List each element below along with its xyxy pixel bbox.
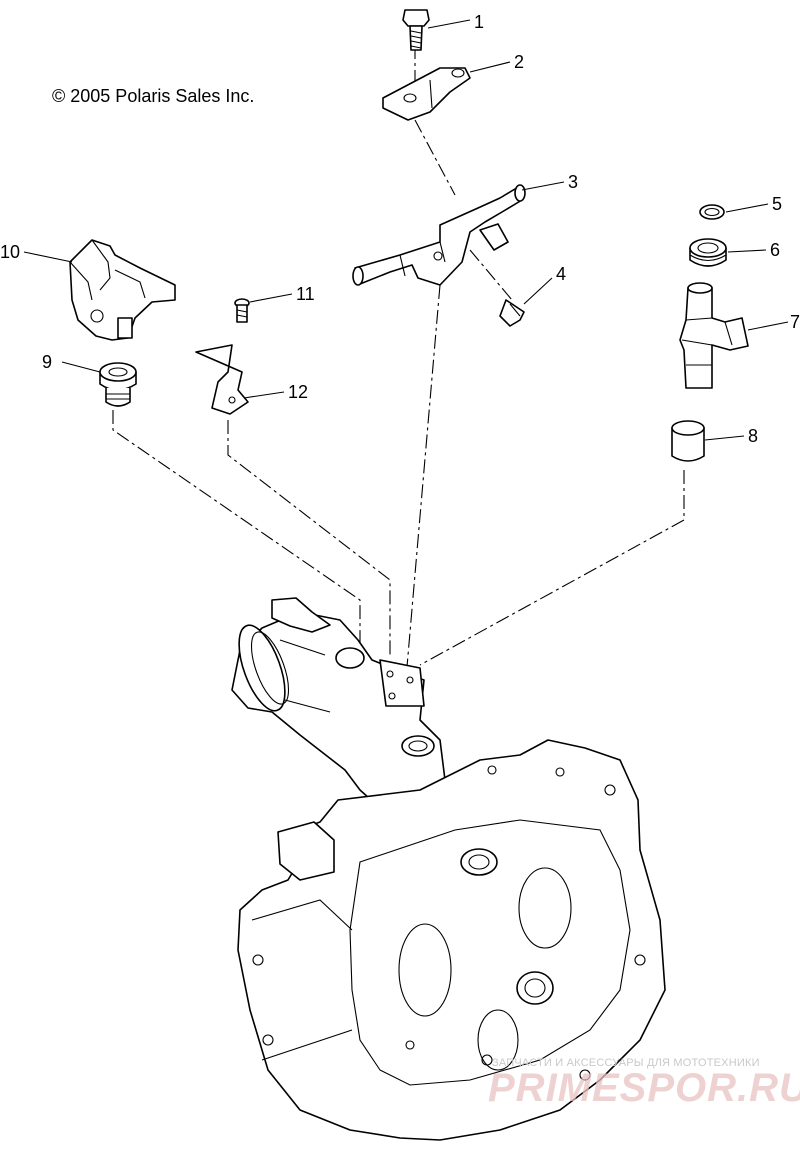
part-12-clip: [195, 344, 249, 415]
part-7-fuel-injector: [679, 282, 749, 389]
callout-8: 8: [748, 426, 758, 446]
callout-12: 12: [288, 382, 308, 402]
throttle-body-assembly: [231, 597, 446, 809]
part-9-plug: [99, 362, 137, 407]
part-4-bolt: [499, 299, 525, 327]
callout-6: 6: [770, 240, 780, 260]
callout-4: 4: [556, 264, 566, 284]
part-2-bracket: [382, 67, 471, 121]
part-8-sleeve: [671, 420, 705, 462]
watermark-tagline: ЗАПЧАСТИ И АКСЕССУАРЫ ДЛЯ МОТОТЕХНИКИ: [492, 1057, 760, 1069]
assembly-lines: [112, 45, 685, 691]
callout-5: 5: [772, 194, 782, 214]
part-11-screw: [234, 298, 250, 323]
callout-1: 1: [474, 12, 484, 32]
leader-lines: [23, 19, 789, 441]
callout-11: 11: [296, 284, 315, 304]
part-1-bolt: [402, 9, 430, 51]
part-10-sensor: [69, 239, 176, 341]
cylinder-head: [237, 739, 666, 1141]
callout-numbers: 1 2 3 4 5 6 7 8 9 10 11 12: [0, 12, 800, 446]
callout-2: 2: [514, 52, 524, 72]
callout-9: 9: [42, 352, 52, 372]
callout-3: 3: [568, 172, 578, 192]
callout-10: 10: [0, 242, 20, 262]
part-6-seal: [689, 238, 727, 267]
part-5-o-ring: [699, 204, 725, 220]
copyright-notice: © 2005 Polaris Sales Inc.: [52, 86, 255, 106]
callout-7: 7: [790, 312, 800, 332]
part-3-fuel-rail: [352, 184, 526, 286]
watermark-site: PRIMESPOR.RU: [488, 1066, 800, 1110]
